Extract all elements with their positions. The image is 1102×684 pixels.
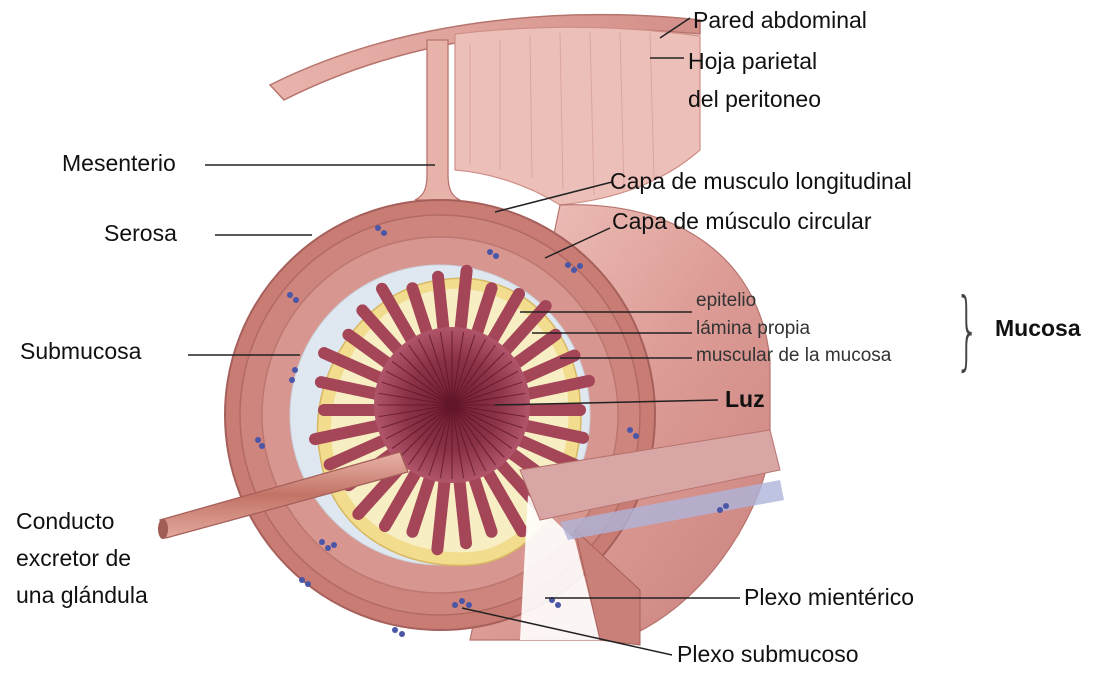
mesentery-stalk [415,40,460,200]
label-plexo-submucoso: Plexo submucoso [677,641,859,667]
label-muscular-mucosa: muscular de la mucosa [696,345,891,367]
label-mesenterio: Mesenterio [62,150,176,176]
gland-duct-opening [158,519,168,539]
label-pared-abdominal: Pared abdominal [693,7,867,33]
label-plexo-mienterico: Plexo mientérico [744,584,914,610]
villus [437,480,444,550]
label-submucosa: Submucosa [20,338,141,364]
label-hoja-parietal-1: Hoja parietal [688,48,817,74]
label-capa-longitudinal: Capa de musculo longitudinal [610,168,912,194]
label-lamina-propia: lámina propia [696,318,810,340]
label-capa-circular: Capa de músculo circular [612,208,872,234]
label-hoja-parietal-2: del peritoneo [688,86,821,112]
label-mucosa: Mucosa [995,315,1081,341]
villus [459,480,466,544]
label-epitelio: epitelio [696,290,756,312]
label-luz: Luz [725,386,765,412]
label-conducto-2: excretor de [16,545,131,571]
label-conducto-3: una glándula [16,582,148,608]
label-conducto-1: Conducto [16,508,114,534]
mucosa-brace: } [955,280,980,380]
label-serosa: Serosa [104,220,177,246]
